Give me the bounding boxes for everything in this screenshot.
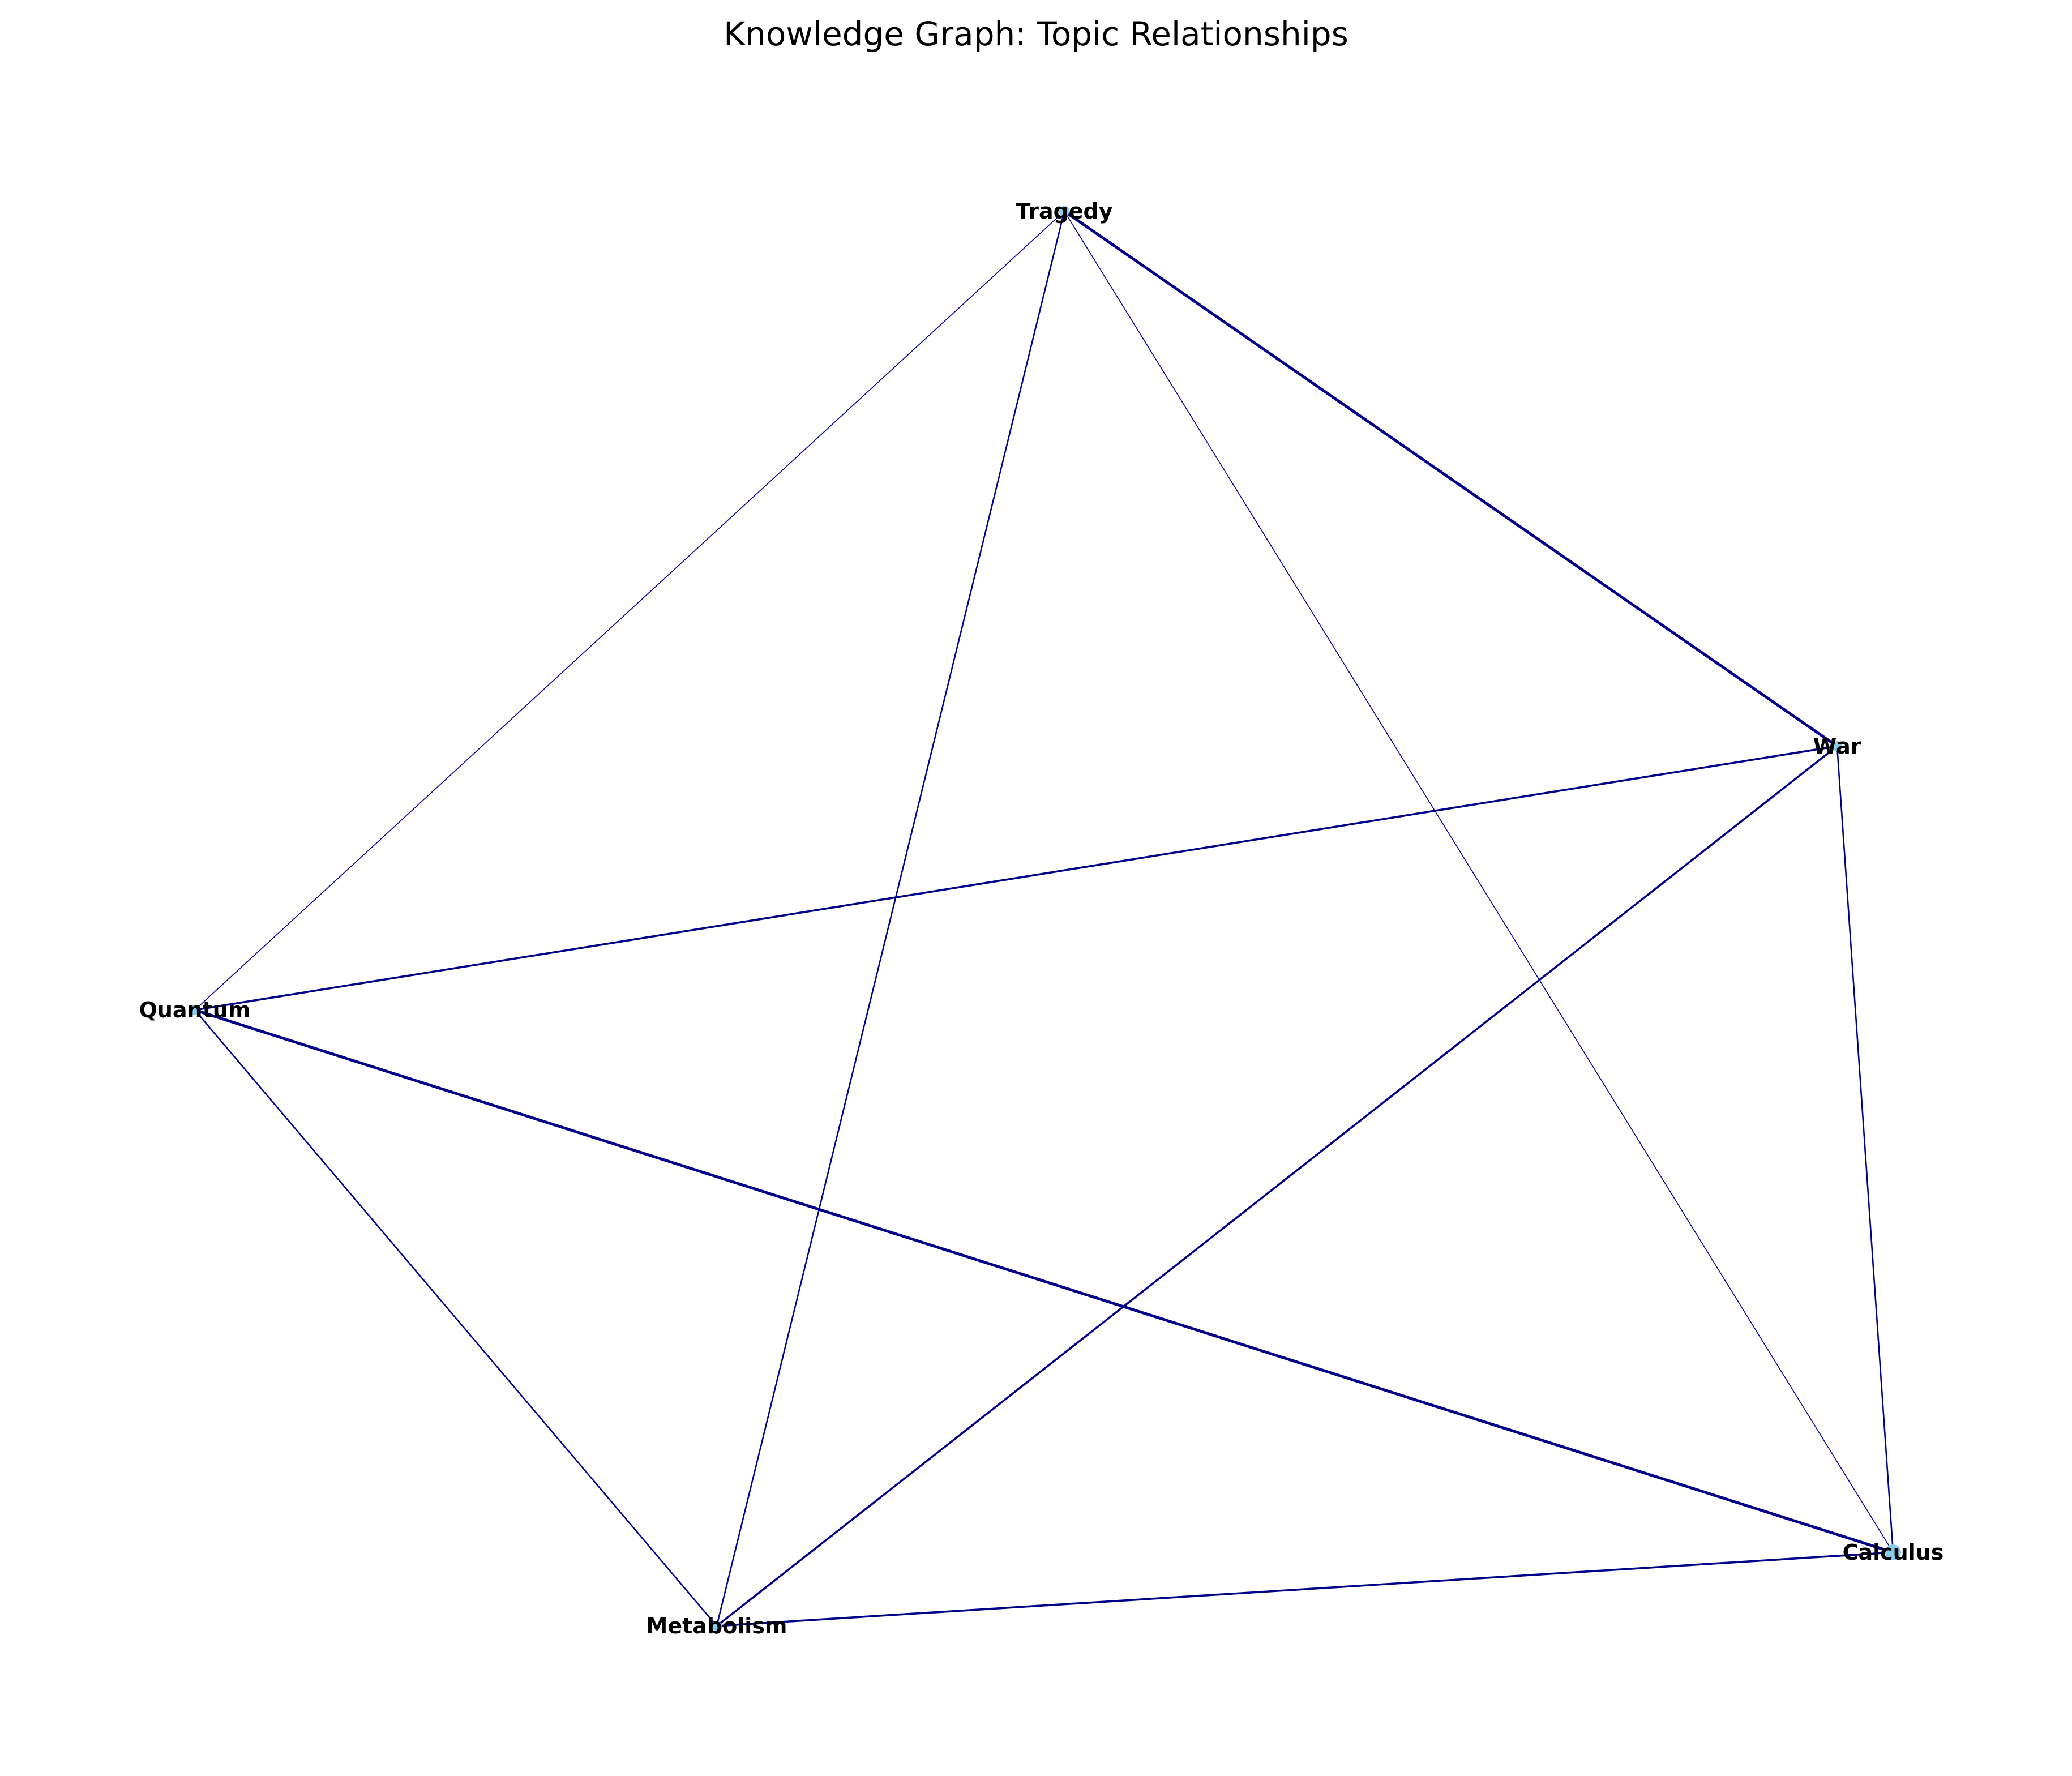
edge-tragedy-metabolism — [716, 210, 1065, 1627]
node-metabolism — [712, 1621, 722, 1631]
edge-metabolism-calculus — [716, 1551, 1894, 1627]
edge-war-metabolism — [716, 745, 1838, 1627]
edges-layer — [193, 209, 1895, 1627]
graph-title: Knowledge Graph: Topic Relationships — [724, 15, 1348, 53]
node-quantum — [190, 1005, 200, 1015]
edge-war-quantum — [194, 745, 1838, 1011]
edge-tragedy-calculus — [1064, 211, 1894, 1553]
node-label-calculus: Calculus — [1843, 1540, 1944, 1565]
edge-war-calculus — [1836, 745, 1894, 1554]
edge-tragedy-war — [1063, 209, 1839, 748]
node-war — [1832, 741, 1842, 751]
edge-quantum-metabolism — [194, 1009, 718, 1627]
node-label-metabolism: Metabolism — [647, 1614, 787, 1638]
edge-tragedy-quantum — [194, 211, 1065, 1011]
node-calculus — [1885, 1544, 1901, 1560]
nodes-layer — [190, 206, 1901, 1631]
node-label-tragedy: Tragedy — [1016, 199, 1112, 224]
node-label-war: War — [1813, 734, 1861, 759]
node-tragedy — [1059, 206, 1069, 216]
node-label-quantum: Quantum — [139, 998, 251, 1022]
edge-quantum-calculus — [193, 1008, 1895, 1554]
